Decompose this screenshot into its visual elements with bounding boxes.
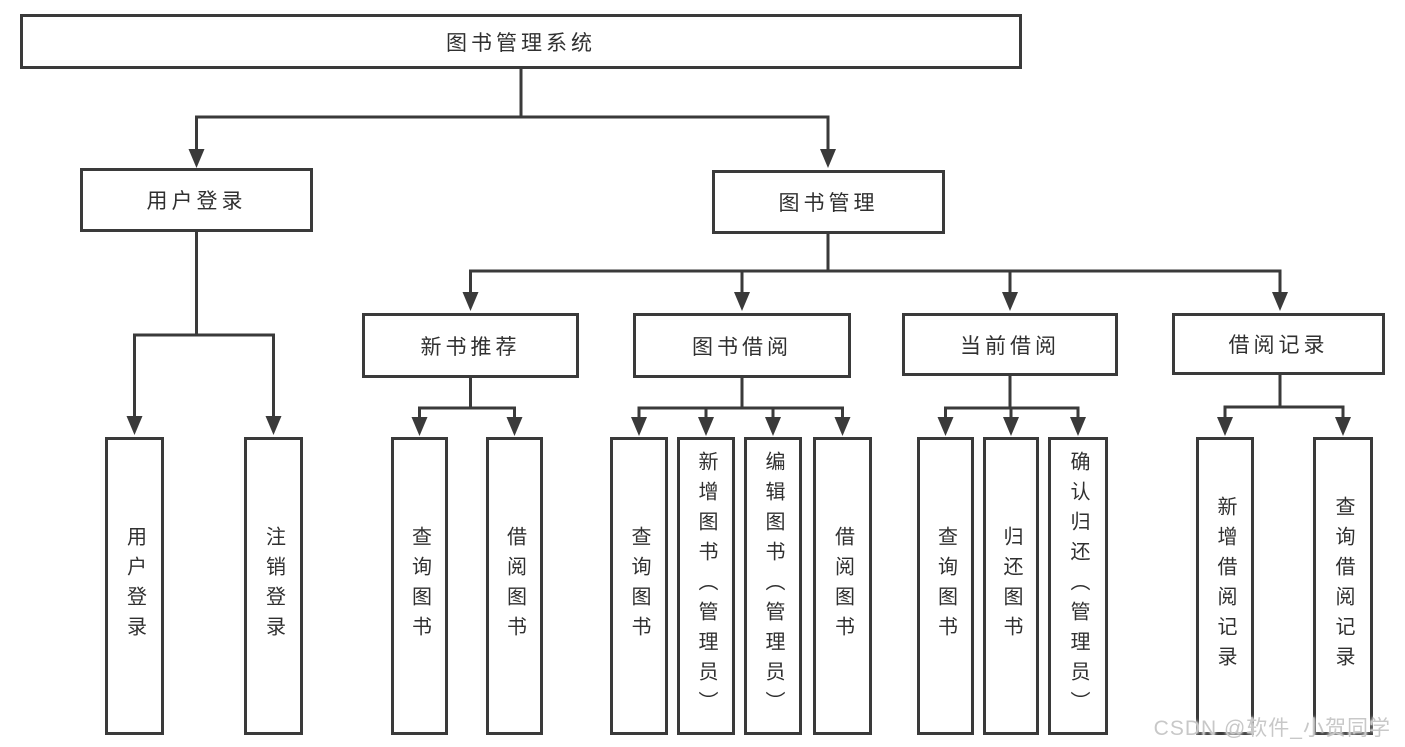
node-logout-action: 注销登录 [244, 437, 303, 735]
node-label: 新增图书（管理员） [695, 451, 717, 721]
node-label: 用户登录 [146, 190, 247, 213]
node-bb-borrow-books: 借阅图书 [813, 437, 872, 735]
node-label: 图书管理 [778, 192, 879, 215]
node-label: 图书管理系统 [446, 31, 596, 55]
node-br-add-record: 新增借阅记录 [1196, 437, 1254, 735]
node-br-query-record: 查询借阅记录 [1313, 437, 1373, 735]
node-bb-query-books: 查询图书 [610, 437, 668, 735]
node-label: 注销登录 [262, 526, 285, 646]
node-user-login-module: 用户登录 [80, 168, 313, 232]
node-label: 归还图书 [1000, 526, 1022, 646]
node-label: 确认归还（管理员） [1067, 451, 1089, 721]
node-book-borrowing: 图书借阅 [633, 313, 851, 378]
node-label: 新增借阅记录 [1214, 496, 1236, 676]
node-label: 新书推荐 [420, 335, 521, 359]
node-label: 查询图书 [628, 526, 650, 646]
node-nb-borrow-books: 借阅图书 [486, 437, 543, 735]
node-label: 借阅记录 [1228, 334, 1329, 357]
csdn-watermark: CSDN @软件_小贺同学 [1153, 717, 1391, 740]
node-label: 用户登录 [123, 526, 146, 646]
node-label: 图书借阅 [692, 335, 792, 359]
node-nb-query-books: 查询图书 [391, 437, 448, 735]
node-bb-edit-books-admin: 编辑图书（管理员） [744, 437, 802, 735]
node-cb-query-books: 查询图书 [917, 437, 974, 735]
node-cb-confirm-return-admin: 确认归还（管理员） [1048, 437, 1108, 735]
node-book-management-module: 图书管理 [712, 170, 945, 234]
node-borrowing-records: 借阅记录 [1172, 313, 1385, 375]
node-new-book-recommend: 新书推荐 [362, 313, 579, 378]
node-label: 编辑图书（管理员） [762, 451, 784, 721]
node-label: 查询借阅记录 [1332, 496, 1354, 676]
node-label: 借阅图书 [831, 526, 854, 646]
node-label: 查询图书 [408, 526, 431, 646]
node-label: 借阅图书 [503, 526, 526, 646]
node-label: 当前借阅 [960, 334, 1060, 358]
node-current-borrowing: 当前借阅 [902, 313, 1118, 376]
node-root-system: 图书管理系统 [20, 14, 1022, 69]
node-bb-add-books-admin: 新增图书（管理员） [677, 437, 735, 735]
node-user-login-action: 用户登录 [105, 437, 164, 735]
node-cb-return-books: 归还图书 [983, 437, 1039, 735]
node-label: 查询图书 [934, 526, 957, 646]
